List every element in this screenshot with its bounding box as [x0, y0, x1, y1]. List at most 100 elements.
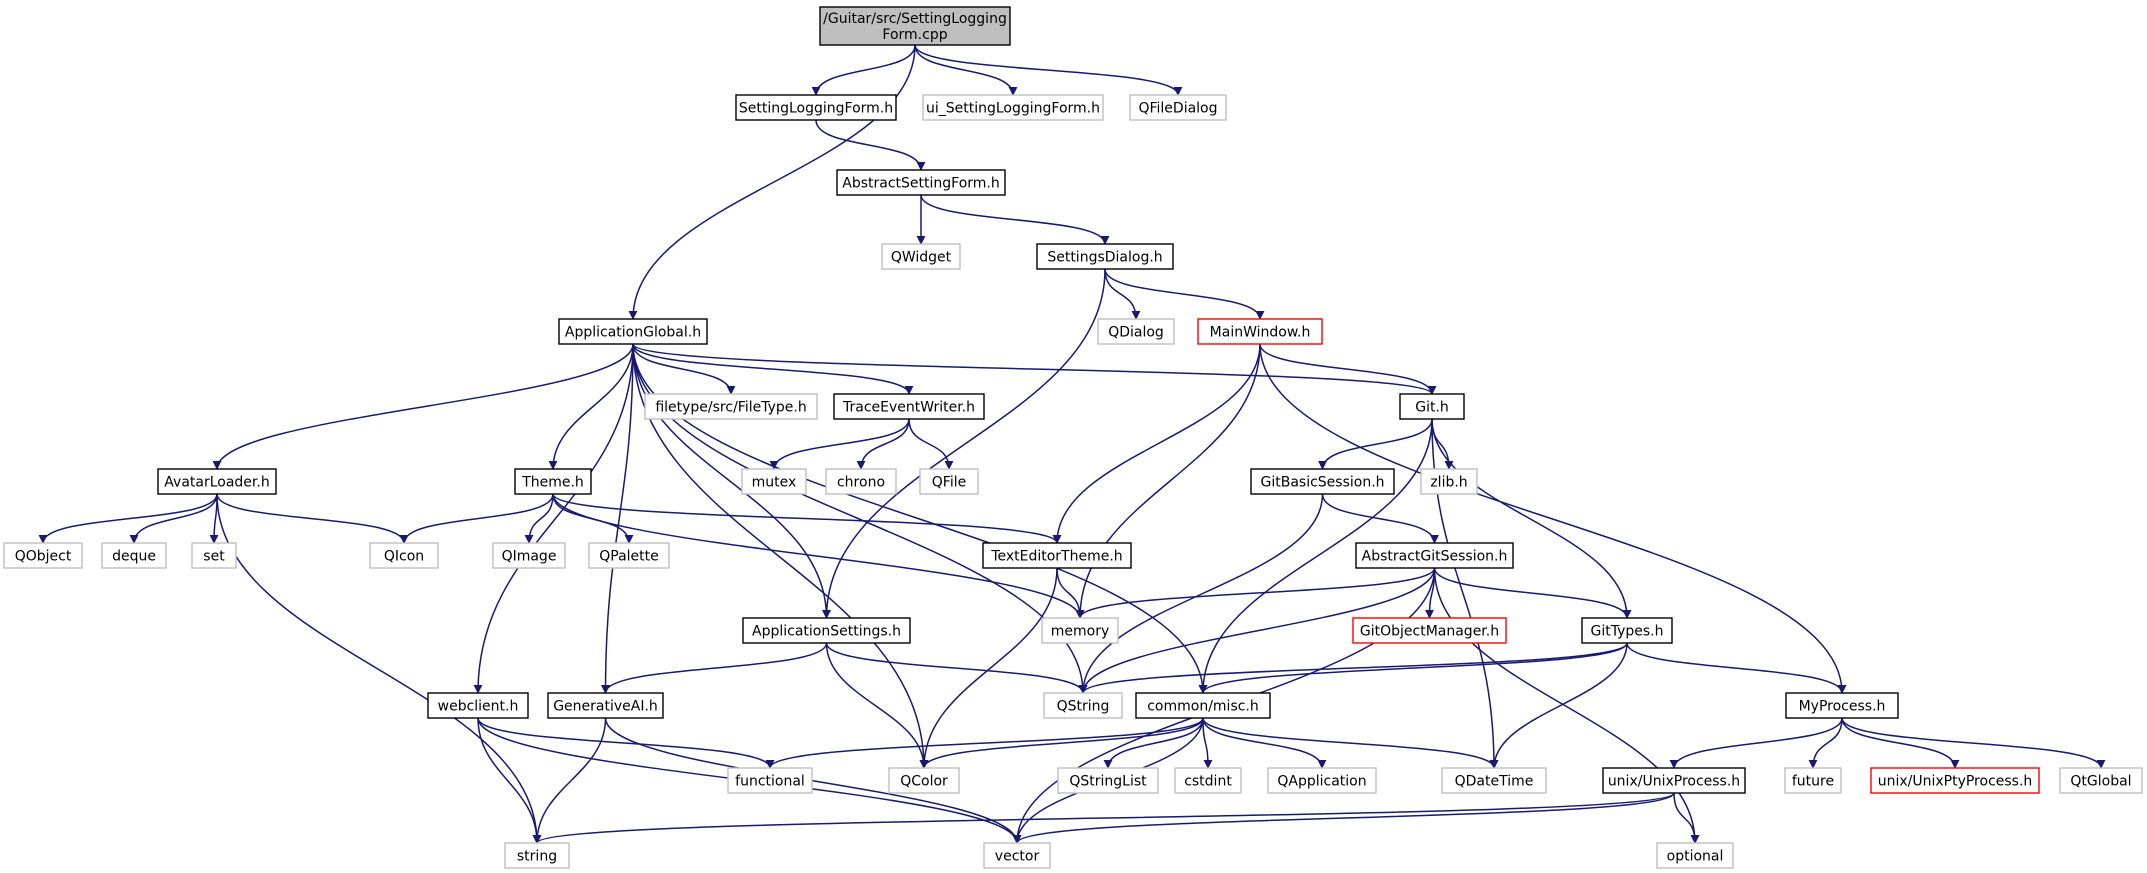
- node-qapplication: QApplication: [1267, 767, 1377, 794]
- node-webclient[interactable]: webclient.h: [427, 692, 529, 719]
- node-functional: functional: [727, 767, 813, 794]
- node-mainwindow[interactable]: MainWindow.h: [1197, 318, 1323, 345]
- node-label: unix/UnixProcess.h: [1608, 774, 1740, 790]
- edge-unixprocess-to-optional: [1673, 792, 1700, 844]
- edge-git-to-gitbasic: [1318, 418, 1433, 470]
- edge-mainwindow-to-git: [1259, 343, 1437, 395]
- node-label: QApplication: [1277, 774, 1366, 790]
- node-box: [1785, 692, 1899, 719]
- node-qimage: QImage: [492, 542, 566, 569]
- edge-appglobal-to-git: [632, 343, 1437, 395]
- node-qfiledialog: QFileDialog: [1129, 94, 1227, 121]
- node-label: filetype/src/FileType.h: [655, 400, 806, 416]
- node-box: [735, 94, 897, 121]
- node-label: future: [1792, 774, 1834, 790]
- node-label: QFileDialog: [1138, 101, 1217, 117]
- node-box: [644, 393, 818, 420]
- node-box: [1784, 767, 1842, 794]
- node-qdialog: QDialog: [1097, 318, 1175, 345]
- node-avatarloader[interactable]: AvatarLoader.h: [157, 468, 277, 495]
- node-label: MyProcess.h: [1799, 699, 1886, 715]
- edge-misc-to-cstdint: [1202, 717, 1213, 769]
- node-box: [547, 692, 664, 719]
- node-box: [369, 542, 439, 569]
- node-unixprocess[interactable]: unix/UnixProcess.h: [1602, 767, 1746, 794]
- edge-misc-to-qdatetime: [1202, 717, 1499, 769]
- node-traceevent[interactable]: TraceEventWriter.h: [833, 393, 985, 420]
- edge-misc-to-qcolor: [919, 717, 1204, 769]
- node-gittypes[interactable]: GitTypes.h: [1581, 617, 1673, 644]
- node-box: [157, 468, 277, 495]
- edge-root-to-qfiledialog: [914, 44, 1183, 96]
- node-git[interactable]: Git.h: [1399, 393, 1465, 420]
- node-box: [836, 169, 1006, 196]
- node-qdatetime: QDateTime: [1441, 767, 1547, 794]
- node-deque: deque: [101, 542, 167, 569]
- edge-gitbasic-to-qstring: [1078, 493, 1324, 694]
- node-label: TraceEventWriter.h: [842, 400, 975, 416]
- node-label: string: [517, 849, 557, 865]
- edge-traceevent-to-mutex: [769, 418, 910, 470]
- node-label: /Guitar/src/SettingLogging: [823, 11, 1007, 27]
- edge-unixprocess-to-string: [532, 792, 1675, 844]
- node-box: [558, 318, 708, 345]
- edge-theme-to-qimage: [524, 493, 554, 544]
- node-box: [727, 767, 813, 794]
- node-texteditor[interactable]: TextEditorTheme.h: [982, 542, 1132, 569]
- node-label: QtGlobal: [2070, 774, 2131, 790]
- node-label: MainWindow.h: [1210, 325, 1311, 341]
- node-myprocess[interactable]: MyProcess.h: [1785, 692, 1899, 719]
- edge-appglobal-to-traceevent: [632, 343, 914, 395]
- edge-myprocess-to-qtglobal: [1841, 717, 2106, 769]
- node-box: [492, 542, 566, 569]
- edge-texteditor-to-qcolor: [919, 567, 1058, 769]
- edge-texteditor-to-memory: [1056, 567, 1085, 619]
- node-gitobjmgr[interactable]: GitObjectManager.h: [1352, 617, 1507, 644]
- node-box: [2059, 767, 2143, 794]
- edge-theme-to-texteditor: [552, 493, 1062, 544]
- edge-avatarloader-to-qicon: [216, 493, 409, 544]
- node-label: TextEditorTheme.h: [990, 549, 1122, 565]
- node-misc[interactable]: common/misc.h: [1135, 692, 1271, 719]
- edge-myprocess-to-future: [1808, 717, 1843, 769]
- node-generativeai[interactable]: GenerativeAI.h: [547, 692, 664, 719]
- edge-traceevent-to-chrono: [856, 418, 910, 470]
- edge-appglobal-to-generativeai: [601, 343, 634, 694]
- node-gitbasic[interactable]: GitBasicSession.h: [1250, 468, 1395, 495]
- node-box: [1097, 318, 1175, 345]
- edge-git-to-misc: [1198, 418, 1433, 694]
- node-qobject: QObject: [3, 542, 83, 569]
- node-root[interactable]: /Guitar/src/SettingLoggingForm.cpp: [819, 6, 1011, 46]
- node-label: GitTypes.h: [1590, 624, 1663, 640]
- edge-appsettings-to-qstring: [825, 642, 1088, 694]
- edge-gitbasic-to-abstractgit: [1321, 493, 1439, 544]
- node-box: [514, 468, 592, 495]
- node-label: webclient.h: [438, 699, 519, 715]
- edge-abstractgit-to-qstring: [1078, 567, 1436, 694]
- node-settinglogging[interactable]: SettingLoggingForm.h: [735, 94, 897, 121]
- edges: [38, 44, 2106, 844]
- node-label: GitObjectManager.h: [1360, 624, 1499, 640]
- node-box: [1420, 468, 1478, 495]
- node-unixpty[interactable]: unix/UnixPtyProcess.h: [1870, 767, 2040, 794]
- node-theme[interactable]: Theme.h: [514, 468, 592, 495]
- node-qwidget: QWidget: [881, 243, 961, 270]
- node-appsettings[interactable]: ApplicationSettings.h: [742, 617, 911, 644]
- node-box: [1036, 243, 1174, 270]
- node-abstractsetting[interactable]: AbstractSettingForm.h: [836, 169, 1006, 196]
- node-settingsdialog[interactable]: SettingsDialog.h: [1036, 243, 1174, 270]
- node-label: Form.cpp: [882, 27, 947, 43]
- edge-gittypes-to-misc: [1198, 642, 1628, 694]
- node-abstractgit[interactable]: AbstractGitSession.h: [1355, 542, 1514, 569]
- edge-appglobal-to-avatarloader: [212, 343, 634, 470]
- node-qstringlist: QStringList: [1057, 767, 1159, 794]
- node-label: Theme.h: [521, 475, 584, 491]
- node-mutex: mutex: [741, 468, 807, 495]
- node-box: [1250, 468, 1395, 495]
- node-box: [1602, 767, 1746, 794]
- node-appglobal[interactable]: ApplicationGlobal.h: [558, 318, 708, 345]
- node-string: string: [504, 842, 570, 869]
- node-label: QFile: [932, 475, 966, 491]
- node-chrono: chrono: [825, 468, 897, 495]
- edge-avatarloader-to-qobject: [38, 493, 218, 544]
